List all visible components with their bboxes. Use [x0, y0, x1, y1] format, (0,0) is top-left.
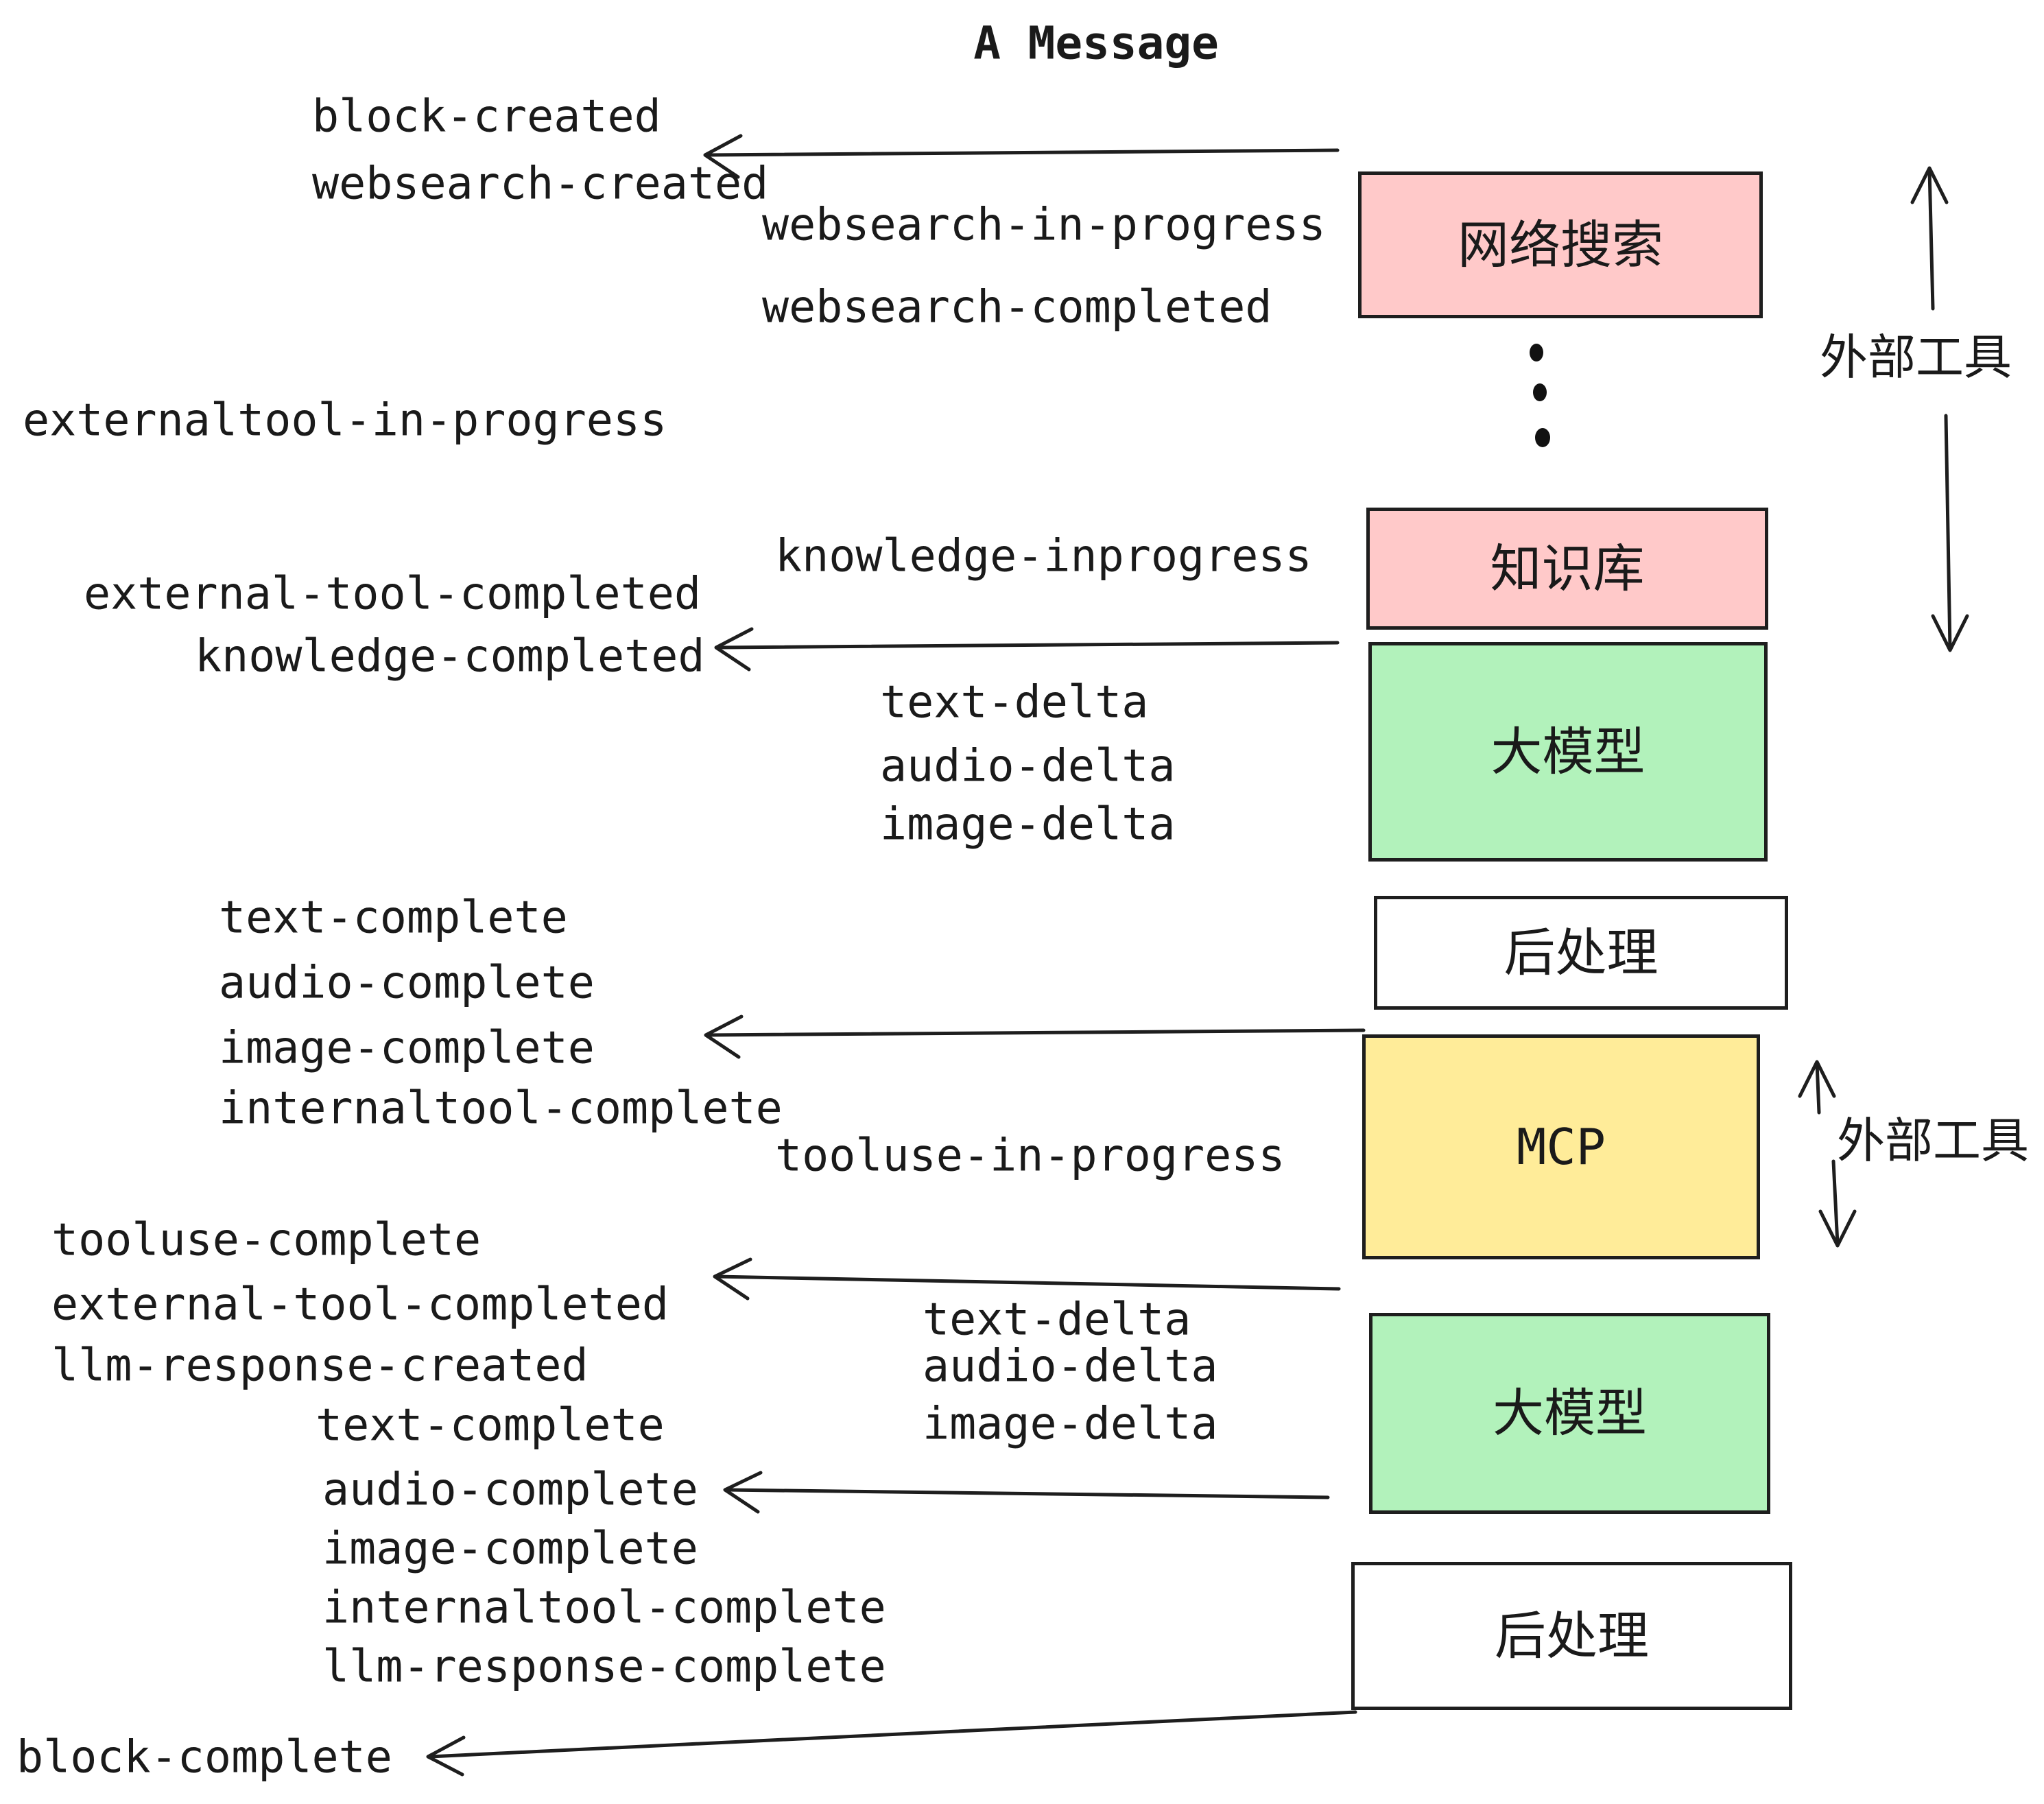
- box-knowledge-label: 知识库: [1490, 538, 1645, 599]
- event-llm-response-complete: llm-response-complete: [322, 1641, 886, 1693]
- box-websearch: 网络搜索: [1358, 171, 1763, 318]
- arrow-image-complete: [704, 1014, 1366, 1059]
- box-postprocess-1-label: 后处理: [1504, 922, 1659, 983]
- box-llm-1-label: 大模型: [1490, 721, 1645, 782]
- event-image-complete-2: image-complete: [322, 1523, 698, 1575]
- external-tools-label-mcp: 外部工具: [1837, 1113, 2029, 1169]
- event-websearch-completed: websearch-completed: [762, 281, 1272, 333]
- event-text-complete-1: text-complete: [219, 892, 568, 944]
- arrow-external-tools-down: [1931, 414, 1969, 652]
- arrow-external-tools-up: [1910, 166, 1949, 311]
- event-audio-complete-2: audio-complete: [322, 1464, 698, 1516]
- arrow-block-complete: [426, 1710, 1357, 1777]
- arrow-mcp-external-up: [1798, 1060, 1836, 1115]
- event-external-tool-completed-1: external-tool-completed: [84, 568, 702, 620]
- event-websearch-created: websearch-created: [312, 158, 769, 210]
- arrow-tooluse-complete: [713, 1257, 1341, 1301]
- box-mcp-label: MCP: [1516, 1118, 1606, 1176]
- event-websearch-in-progress: websearch-in-progress: [762, 199, 1326, 251]
- box-mcp: MCP: [1362, 1034, 1760, 1259]
- box-knowledge: 知识库: [1366, 508, 1768, 630]
- event-text-complete-2: text-complete: [316, 1399, 665, 1451]
- box-llm-2: 大模型: [1369, 1313, 1770, 1514]
- event-llm-response-created: llm-response-created: [51, 1340, 589, 1392]
- event-text-delta-2: text-delta: [923, 1294, 1191, 1346]
- event-knowledge-completed: knowledge-completed: [195, 630, 705, 683]
- arrow-mcp-external-down: [1818, 1159, 1857, 1248]
- event-tooluse-complete: tooluse-complete: [51, 1214, 482, 1266]
- event-audio-delta-1: audio-delta: [880, 740, 1176, 792]
- arrow-knowledge-completed: [714, 627, 1340, 672]
- event-image-complete-1: image-complete: [219, 1022, 595, 1074]
- ellipsis-dots: [1530, 344, 1550, 447]
- event-audio-complete-1: audio-complete: [219, 957, 595, 1009]
- event-knowledge-inprogress: knowledge-inprogress: [775, 530, 1312, 582]
- box-llm-2-label: 大模型: [1492, 1383, 1647, 1443]
- box-llm-1: 大模型: [1368, 642, 1768, 862]
- event-text-delta-1: text-delta: [880, 676, 1149, 728]
- event-external-tool-completed-2: external-tool-completed: [51, 1279, 669, 1331]
- box-postprocess-1: 后处理: [1374, 896, 1788, 1010]
- event-block-complete: block-complete: [16, 1731, 392, 1783]
- box-websearch-label: 网络搜索: [1457, 214, 1663, 275]
- arrow-audio-complete: [723, 1471, 1330, 1514]
- page-title: A Message: [973, 16, 1219, 70]
- event-tooluse-in-progress: tooluse-in-progress: [775, 1130, 1285, 1182]
- event-internaltool-complete-1: internaltool-complete: [219, 1082, 783, 1135]
- event-image-delta-2: image-delta: [923, 1398, 1218, 1450]
- event-externaltool-in-progress: externaltool-in-progress: [23, 394, 667, 447]
- event-internaltool-complete-2: internaltool-complete: [322, 1582, 886, 1634]
- event-image-delta-1: image-delta: [880, 798, 1176, 851]
- event-block-created: block-created: [312, 91, 661, 143]
- box-postprocess-2-label: 后处理: [1494, 1605, 1649, 1666]
- external-tools-label-top: 外部工具: [1820, 329, 2012, 385]
- arrow-websearch-created: [703, 134, 1340, 179]
- event-audio-delta-2: audio-delta: [923, 1340, 1218, 1392]
- box-postprocess-2: 后处理: [1351, 1562, 1792, 1710]
